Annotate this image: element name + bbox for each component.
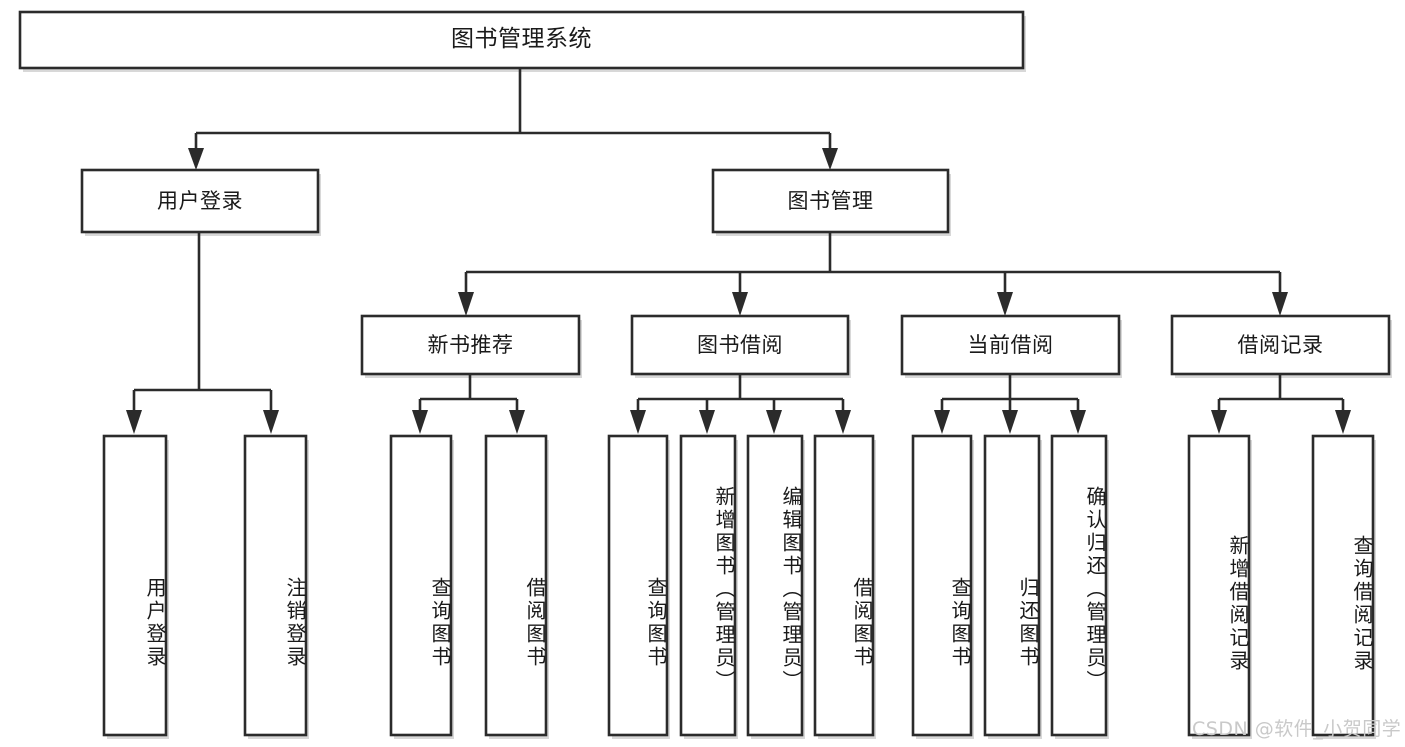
node-box-leaf-add-record[interactable] — [1187, 434, 1251, 737]
node-box-current-borrow[interactable] — [900, 314, 1121, 376]
watermark-text: CSDN @软件_小贺同学 — [1192, 718, 1402, 740]
node-box-user-login[interactable] — [80, 168, 320, 234]
node-box-leaf-edit-book[interactable] — [746, 434, 804, 737]
node-box-leaf-query-book-3[interactable] — [911, 434, 973, 737]
node-boxes — [18, 10, 1391, 737]
node-box-leaf-borrow-book-2[interactable] — [813, 434, 875, 737]
node-box-leaf-query-book-1[interactable] — [389, 434, 453, 737]
node-box-leaf-user-logout[interactable] — [243, 434, 308, 737]
arrow-heads — [126, 148, 1351, 434]
node-box-leaf-confirm-return[interactable] — [1050, 434, 1108, 737]
node-box-leaf-return-book[interactable] — [983, 434, 1041, 737]
node-box-leaf-borrow-book-1[interactable] — [484, 434, 548, 737]
node-box-new-book-recommend[interactable] — [360, 314, 581, 376]
node-box-root[interactable] — [18, 10, 1025, 70]
node-box-borrow-record[interactable] — [1170, 314, 1391, 376]
node-box-leaf-query-record[interactable] — [1311, 434, 1375, 737]
node-box-leaf-user-login[interactable] — [102, 434, 168, 737]
node-box-leaf-add-book[interactable] — [679, 434, 737, 737]
node-box-leaf-query-book-2[interactable] — [607, 434, 669, 737]
connector-lines — [132, 68, 1345, 413]
node-box-book-manage[interactable] — [711, 168, 950, 234]
node-box-book-borrow[interactable] — [630, 314, 850, 376]
